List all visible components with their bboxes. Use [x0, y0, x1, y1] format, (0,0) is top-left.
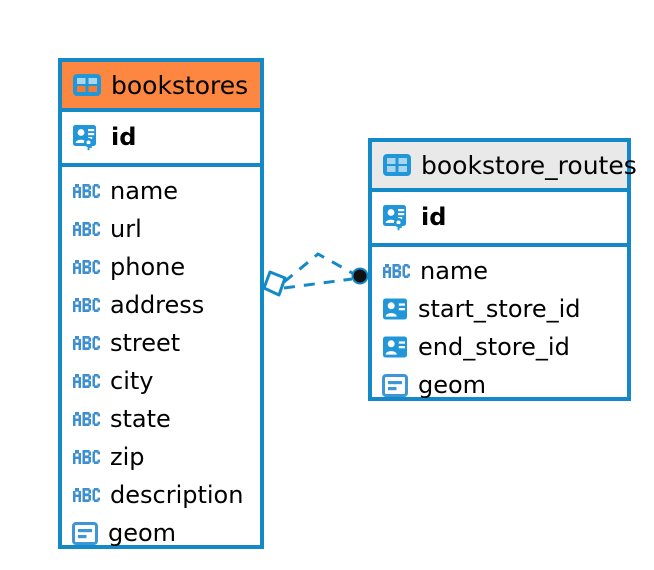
field-row-name[interactable]: name [382, 252, 627, 290]
primary-key-icon [72, 123, 102, 151]
primary-key-icon [382, 203, 412, 231]
primary-key-section: id [372, 192, 627, 247]
field-label: geom [418, 371, 487, 399]
table-title: bookstore_routes [421, 150, 637, 180]
geometry-icon [72, 521, 99, 546]
table-icon [382, 153, 412, 177]
relationship-line-lower [283, 277, 353, 290]
field-label: id [421, 203, 447, 231]
field-row-street[interactable]: street [72, 324, 260, 362]
field-row-zip[interactable]: zip [72, 438, 260, 476]
abc-text-icon [72, 221, 101, 237]
field-row-phone[interactable]: phone [72, 248, 260, 286]
field-row-end-store-id[interactable]: end_store_id [382, 328, 627, 366]
field-label: state [110, 405, 171, 433]
abc-text-icon [72, 183, 101, 199]
field-row-name[interactable]: name [72, 172, 260, 210]
field-label: address [110, 291, 205, 319]
field-label: city [110, 367, 154, 395]
abc-text-icon [72, 297, 101, 313]
field-row-geom[interactable]: geom [382, 366, 627, 404]
field-label: id [111, 123, 137, 151]
field-row-id[interactable]: id [72, 118, 260, 156]
field-label: start_store_id [418, 295, 581, 323]
abc-text-icon [72, 449, 101, 465]
field-row-id[interactable]: id [382, 198, 627, 236]
field-label: name [420, 257, 489, 285]
field-label: description [110, 481, 244, 509]
table-icon [72, 73, 102, 97]
abc-text-icon [72, 487, 101, 503]
filled-circle-marker [351, 267, 369, 285]
field-label: phone [110, 253, 186, 281]
field-label: geom [108, 519, 177, 547]
entity-table-bookstores[interactable]: bookstores [58, 58, 264, 549]
abc-text-icon [72, 335, 101, 351]
field-row-state[interactable]: state [72, 400, 260, 438]
diamond-marker [262, 270, 287, 297]
fields-section-bookstores: name url [62, 167, 260, 558]
table-header-bookstore-routes[interactable]: bookstore_routes [372, 142, 637, 192]
field-row-description[interactable]: description [72, 476, 260, 514]
field-label: end_store_id [418, 333, 570, 361]
field-label: zip [110, 443, 145, 471]
foreign-key-icon [382, 335, 409, 359]
abc-text-icon [72, 373, 101, 389]
field-row-geom[interactable]: geom [72, 514, 260, 552]
field-label: street [110, 329, 181, 357]
field-row-address[interactable]: address [72, 286, 260, 324]
geometry-icon [382, 373, 409, 398]
field-label: url [110, 215, 142, 243]
primary-key-section: id [62, 112, 260, 167]
field-row-url[interactable]: url [72, 210, 260, 248]
relationship-line-upper [283, 252, 355, 284]
table-title: bookstores [111, 70, 249, 100]
abc-text-icon [72, 411, 101, 427]
field-row-start-store-id[interactable]: start_store_id [382, 290, 627, 328]
table-header-bookstores[interactable]: bookstores [62, 62, 260, 112]
foreign-key-icon [382, 297, 409, 321]
abc-text-icon [72, 259, 101, 275]
entity-table-bookstore-routes[interactable]: bookstore_routes [368, 138, 637, 401]
field-row-city[interactable]: city [72, 362, 260, 400]
field-label: name [110, 177, 179, 205]
abc-text-icon [382, 263, 411, 279]
fields-section-bookstore-routes: name start_store_id [372, 247, 627, 410]
